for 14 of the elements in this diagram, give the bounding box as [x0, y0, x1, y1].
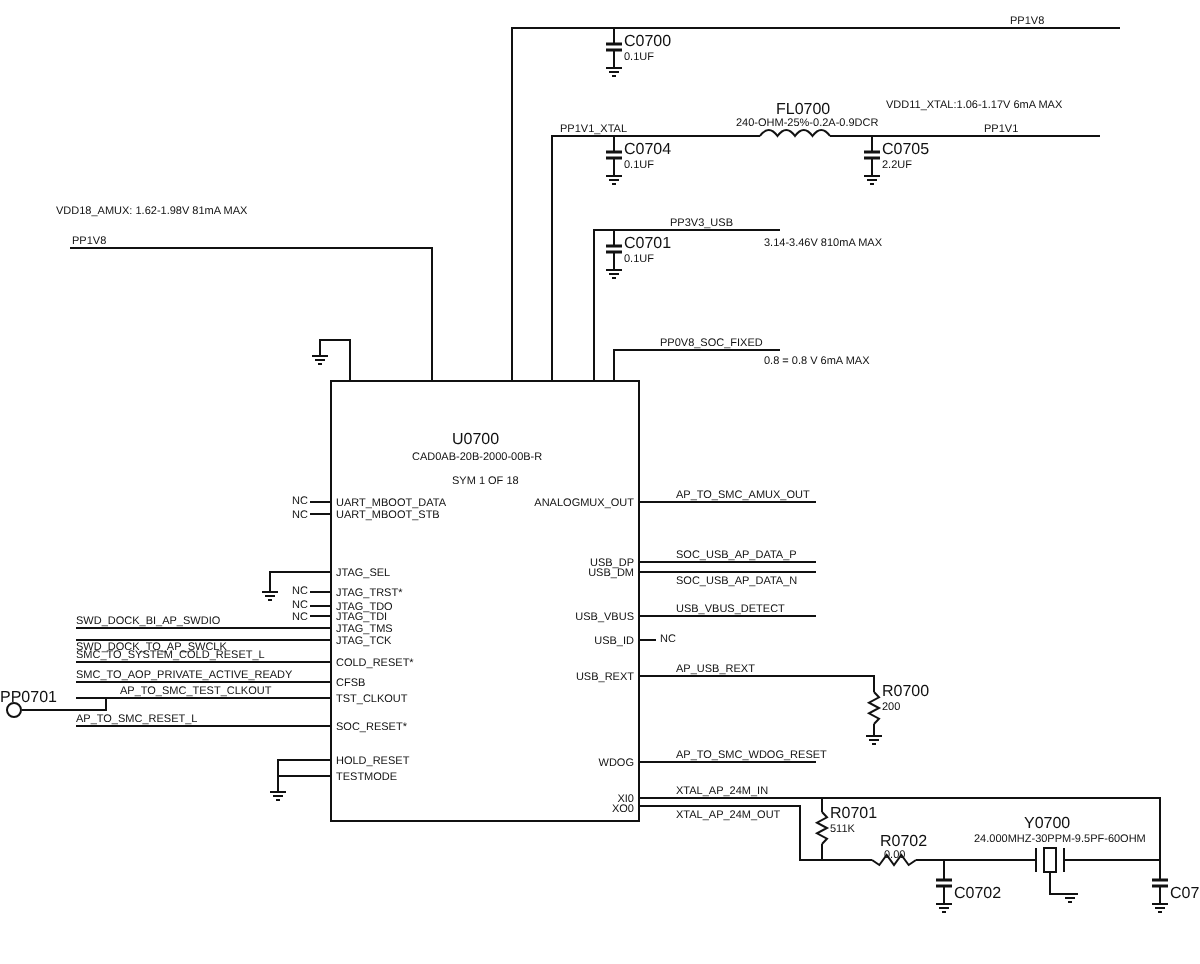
component-designator: C0705: [882, 140, 930, 158]
component-designator: C0701: [624, 234, 672, 252]
component-designator: C0700: [624, 32, 672, 50]
component-designator: C07: [1170, 884, 1200, 902]
component-designator: Y0700: [1024, 814, 1071, 832]
component-designator: U0700: [452, 430, 500, 448]
component-designator: C0702: [954, 884, 1002, 902]
component-designator: FL0700: [776, 100, 831, 118]
component-designator: R0702: [880, 832, 928, 850]
component-designator: C0704: [624, 140, 672, 158]
chip-box: [330, 380, 640, 822]
test-point-designator: PP0701: [0, 688, 57, 706]
component-designator: R0700: [882, 682, 930, 700]
component-designator: R0701: [830, 804, 878, 822]
